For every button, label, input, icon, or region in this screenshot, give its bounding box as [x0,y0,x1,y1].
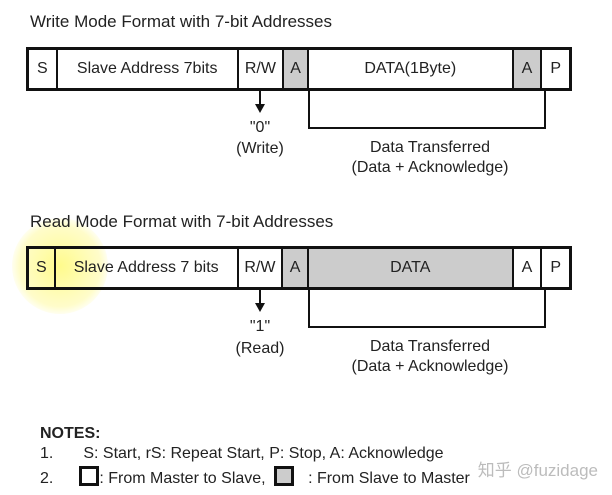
cell-slave-address: Slave Address 7bits [58,50,239,88]
note-2: 2. : From Master to Slave, : From Slave t… [40,466,470,488]
note-number: 2. [40,470,54,487]
transfer-label: Data Transferred [369,338,491,355]
rw-meaning: (Read) [235,340,285,357]
cell-start: S [29,249,56,287]
watermark: 知乎 @fuzidage [477,461,598,480]
transfer-bracket [308,290,546,328]
note-1: 1. S: Start, rS: Repeat Start, P: Stop, A… [40,445,444,463]
rw-arrow-head [255,104,265,113]
read-mode-title: Read Mode Format with 7-bit Addresses [30,212,334,231]
transfer-bracket [308,91,546,129]
note-text: : From Slave to Master [308,470,470,487]
transfer-sub: (Data + Acknowledge) [351,358,509,375]
cell-stop: P [550,60,561,77]
cell-ack: A [283,249,309,287]
note-number: 1. [40,445,54,462]
transfer-sub: (Data + Acknowledge) [351,159,509,176]
cell-ack: A [513,50,543,88]
read-frame: S Slave Address 7 bits R/W A DATA A P [26,246,572,290]
note-text: : From Master to Slave, [99,470,266,487]
cell-stop: P [550,259,561,276]
rw-arrow-line [259,290,261,304]
write-mode-title: Write Mode Format with 7-bit Addresses [30,12,333,31]
cell-rw: R/W [239,50,285,88]
cell-rw: R/W [239,249,284,287]
cell-ack: A [514,249,543,287]
cell-ack: A [284,50,309,88]
rw-value: "0" [249,119,271,136]
rw-meaning: (Write) [236,140,284,157]
cell-start: S [29,50,58,88]
transfer-label: Data Transferred [369,139,491,156]
cell-data: DATA(1Byte) [309,50,514,88]
write-frame: S Slave Address 7bits R/W A DATA(1Byte) … [26,47,572,91]
white-square-icon [79,466,100,486]
rw-arrow-line [259,91,261,105]
cell-slave-address: Slave Address 7 bits [56,249,239,287]
cell-data: DATA [308,249,514,287]
rw-arrow-head [255,303,265,312]
rw-value: "1" [249,318,271,335]
gray-square-icon [274,466,295,486]
notes-heading: NOTES: [40,425,101,442]
note-text: S: Start, rS: Repeat Start, P: Stop, A: … [83,445,444,462]
